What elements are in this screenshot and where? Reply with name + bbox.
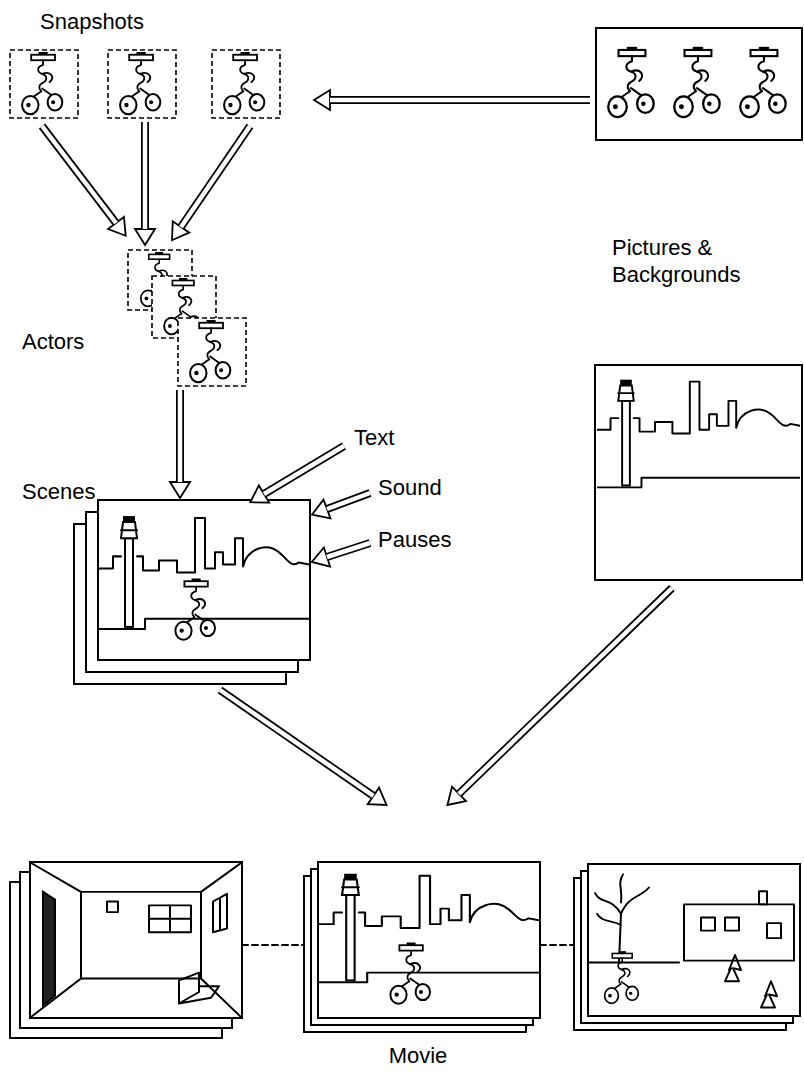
movie-stacks	[10, 862, 800, 1038]
drawing-part	[30, 862, 242, 1018]
arrow-outline	[176, 390, 184, 482]
drawing-part	[589, 874, 794, 1007]
drawing-part	[264, 446, 344, 494]
drawing-part	[120, 52, 160, 114]
arrow-outline	[141, 122, 149, 229]
drawing-part	[327, 543, 370, 557]
node-label: Snapshots	[40, 8, 144, 35]
drawing-part	[390, 943, 430, 1004]
drawing-part	[175, 579, 215, 640]
drawing-part	[264, 446, 344, 494]
drawing-part	[242, 944, 574, 946]
arrow-outline	[330, 96, 590, 104]
drawing-part	[178, 318, 246, 386]
flow-arrow	[330, 100, 590, 101]
arrow-core	[459, 588, 672, 794]
node-label: Movie	[285, 1042, 551, 1069]
actor-stack	[128, 250, 246, 386]
arrow-outline	[220, 690, 373, 796]
arrow-core	[330, 98, 590, 103]
drawing-part	[327, 493, 370, 509]
drawing-part	[605, 951, 639, 1003]
snapshot-frames	[10, 50, 280, 118]
flow-arrow	[220, 690, 373, 796]
drawing-part	[42, 126, 116, 223]
diagram-node: Movie	[285, 805, 551, 1078]
drawing-part	[674, 47, 719, 117]
drawing-part	[212, 50, 280, 118]
drawing-part	[740, 47, 785, 117]
drawing-part	[10, 50, 78, 118]
node-label: Scenes	[22, 478, 95, 505]
drawing-part	[318, 862, 540, 1018]
arrow-core	[220, 690, 373, 796]
flow-arrow	[180, 390, 181, 482]
drawing-part	[597, 380, 800, 488]
node-label: Actors	[22, 328, 84, 355]
node-label: Pictures & Backgrounds	[612, 234, 797, 288]
cue-label: Text	[354, 424, 394, 451]
drawing-part	[608, 47, 653, 117]
drawing-part	[224, 52, 264, 114]
scene-stack	[74, 500, 310, 684]
drawing-part	[596, 28, 802, 140]
drawing-part	[42, 126, 116, 223]
diagram-node: Pictures & Backgrounds	[590, 25, 804, 588]
drawing-part	[588, 864, 800, 1016]
arrow-core	[178, 390, 183, 482]
cue-label: Pauses	[378, 526, 451, 553]
drawing-part	[327, 493, 370, 509]
drawing-part	[31, 863, 241, 1017]
drawing-part	[99, 516, 309, 629]
diagram-node: Actors	[20, 245, 250, 390]
cue-label: Sound	[378, 474, 442, 501]
diagram-node: Scenes	[20, 470, 312, 690]
drawing-part	[22, 52, 62, 114]
backgrounds-box	[595, 365, 802, 580]
pictures-box	[596, 28, 802, 140]
drawing-part	[319, 874, 539, 983]
arrow-outline	[459, 588, 672, 794]
flow-arrow	[459, 588, 672, 794]
drawing-part	[595, 365, 802, 580]
drawing-part	[327, 543, 370, 557]
drawing-part	[181, 126, 250, 227]
drawing-part	[181, 126, 250, 227]
arrow-core	[143, 122, 148, 229]
drawing-part	[98, 500, 310, 660]
drawing-part	[190, 320, 230, 382]
drawing-part	[108, 50, 176, 118]
flow-arrow	[145, 122, 146, 229]
cue-arrows	[264, 446, 370, 557]
diagram-node: Snapshots	[8, 5, 314, 122]
